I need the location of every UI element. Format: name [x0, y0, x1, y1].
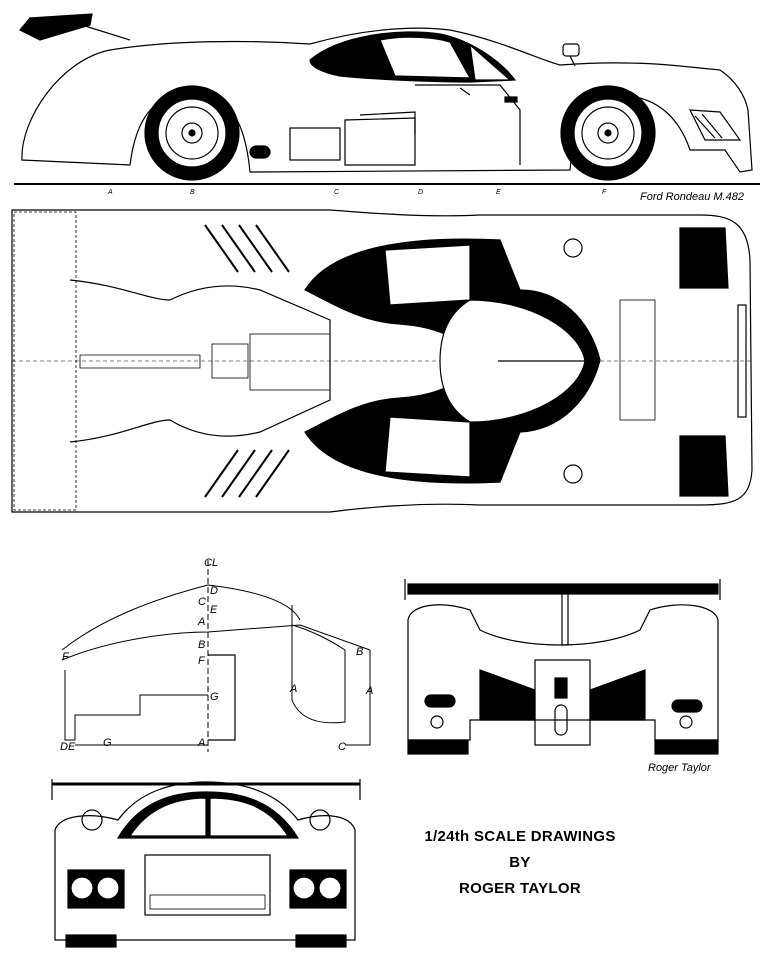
side-view: A B C D E F Ford Rondeau M.482 [14, 13, 760, 203]
section-label-g2: G [103, 737, 112, 749]
caption-line-3: ROGER TAYLOR [459, 880, 581, 897]
section-label-a2: A [197, 737, 205, 749]
section-label-b: B [198, 639, 205, 651]
station-a: A [107, 189, 113, 196]
cross-sections: CL D C E A B F G A F B A A C DE G [60, 557, 373, 753]
station-e: E [496, 189, 501, 196]
section-label-b2: B [356, 646, 363, 658]
top-view [11, 209, 753, 513]
section-label-cl: CL [204, 557, 218, 569]
station-d: D [418, 189, 423, 196]
station-b: B [190, 189, 195, 196]
section-label-a1: A [197, 616, 205, 628]
section-label-a3: A [289, 683, 297, 695]
section-label-g: G [210, 691, 219, 703]
rear-view: Roger Taylor [404, 579, 721, 774]
caption-line-2: BY [509, 854, 531, 871]
rear-wheel [144, 85, 240, 181]
section-label-f: F [198, 655, 206, 667]
section-label-c2: C [338, 741, 346, 753]
section-label-de: DE [60, 741, 76, 753]
station-c: C [334, 189, 340, 196]
section-label-c: C [198, 596, 206, 608]
section-label-e: E [210, 604, 218, 616]
front-wheel [560, 85, 656, 181]
rear-view-credit: Roger Taylor [648, 762, 712, 774]
caption-line-1: 1/24th SCALE DRAWINGS [424, 828, 616, 845]
section-label-a4: A [365, 685, 373, 697]
section-label-f2: F [62, 651, 70, 663]
section-label-d: D [210, 585, 218, 597]
station-f: F [602, 189, 607, 196]
front-view [51, 779, 361, 948]
model-label: Ford Rondeau M.482 [640, 191, 744, 203]
